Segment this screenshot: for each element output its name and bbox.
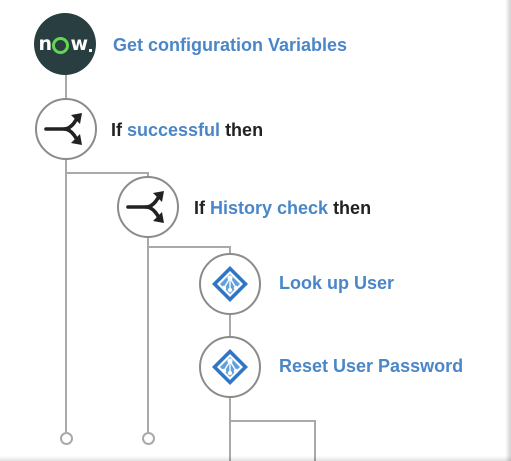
azure-ad-icon: [212, 349, 248, 385]
servicenow-logo-letter: n: [38, 33, 52, 55]
step-label-text: If: [111, 120, 127, 140]
wire-step5-down: [229, 396, 231, 461]
wire-step3-to-step4-horizontal: [148, 246, 230, 248]
step-if-history-check-node[interactable]: [117, 176, 179, 238]
step-label-text: then: [328, 198, 372, 218]
window-edge-shadow: [0, 456, 511, 461]
condition-variable-link[interactable]: History check: [210, 198, 329, 218]
wire-step2-to-step3-horizontal: [66, 172, 148, 174]
step-label-text: then: [220, 120, 264, 140]
step-label-text: If: [194, 198, 210, 218]
branch-end-terminal: [142, 432, 155, 445]
wire-step5-branch-vertical: [314, 420, 316, 461]
azure-ad-icon: [212, 266, 248, 302]
step-reset-user-password-node[interactable]: [199, 336, 261, 398]
step-look-up-user-label[interactable]: Look up User: [279, 272, 394, 294]
window-edge-shadow: [505, 0, 511, 461]
servicenow-logo-letter: w: [70, 33, 88, 55]
step-label-text: Get configuration Variables: [113, 35, 348, 55]
wire-step3-down-branch2: [147, 238, 149, 432]
wire-step3-to-step4-vertical: [229, 246, 231, 254]
branch-end-terminal: [60, 432, 73, 445]
step-if-successful-node[interactable]: [35, 98, 97, 160]
servicenow-logo-o: [52, 36, 70, 54]
step-look-up-user-node[interactable]: [199, 253, 261, 315]
wire-step2-down-branch1: [65, 160, 67, 432]
step-if-successful-label[interactable]: If successful then: [111, 119, 263, 141]
step-label-text: Reset User Password: [279, 356, 464, 376]
step-reset-user-password-label[interactable]: Reset User Password: [279, 355, 463, 377]
condition-variable-link[interactable]: successful: [127, 120, 221, 140]
wire-step5-branch-horizontal: [230, 420, 316, 422]
branch-icon: [44, 113, 82, 145]
wire-step1-to-step2: [65, 60, 67, 98]
servicenow-logo-dot: [88, 48, 92, 52]
step-label-text: Look up User: [279, 273, 395, 293]
step-get-config-label[interactable]: Get configuration Variables: [113, 34, 347, 56]
step-if-history-check-label[interactable]: If History check then: [194, 197, 371, 219]
wire-step4-to-step5: [229, 314, 231, 338]
branch-icon: [126, 191, 164, 223]
